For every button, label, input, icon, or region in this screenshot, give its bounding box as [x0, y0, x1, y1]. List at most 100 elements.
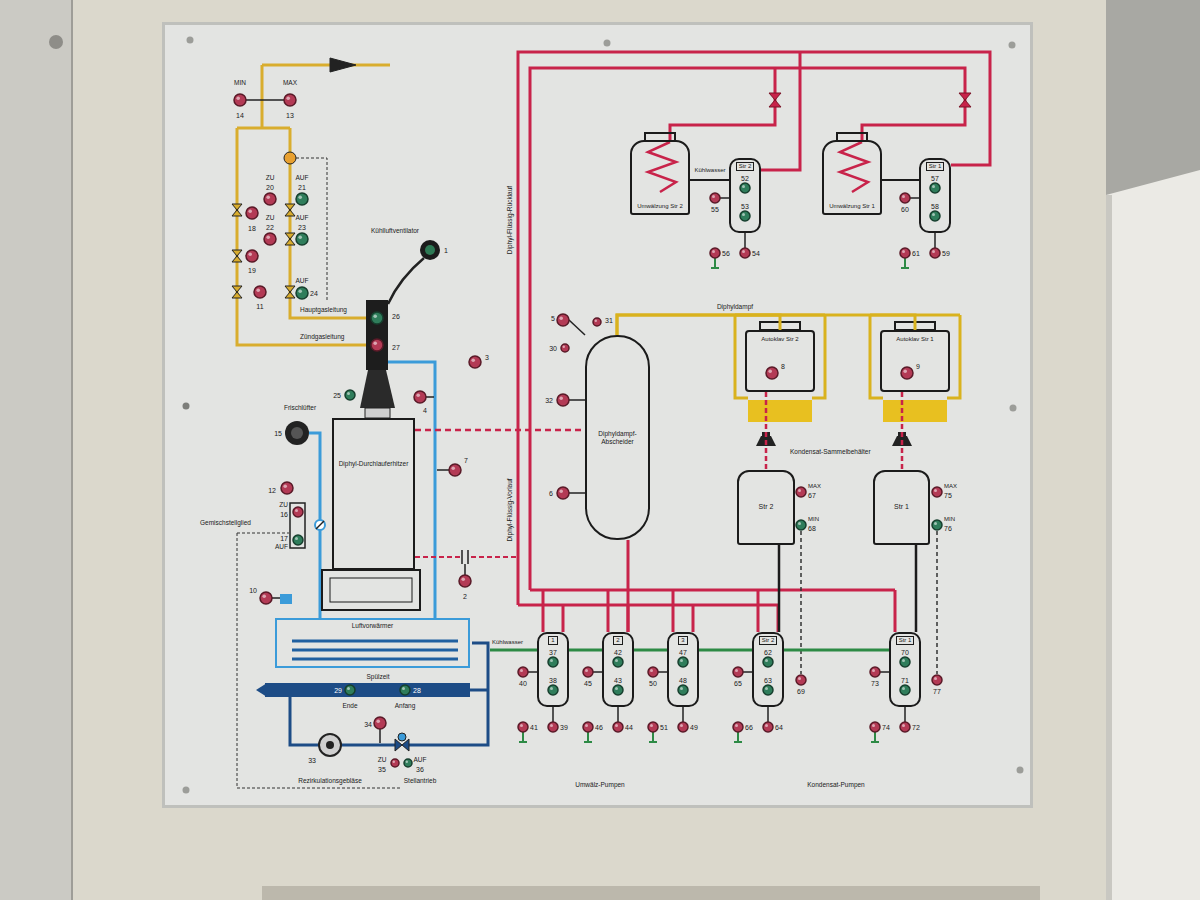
node-text: Str 1 — [894, 503, 909, 511]
indicator-lamp — [615, 724, 618, 727]
indicator-lamp — [557, 487, 569, 499]
callout-number: 65 — [734, 680, 742, 687]
indicator-lamp — [557, 314, 569, 326]
indicator-lamp — [763, 657, 773, 667]
panel-label: Diphyldampf — [717, 304, 753, 311]
indicator-lamp — [712, 195, 715, 198]
panel-label: AUF — [296, 175, 309, 182]
indicator-lamp — [934, 677, 937, 680]
pump-fittings — [522, 732, 524, 742]
indicator-lamp — [932, 487, 942, 497]
indicator-lamp — [406, 761, 408, 763]
blower-and-actuator — [398, 733, 406, 741]
indicator-lamp — [712, 250, 715, 253]
pump-fittings — [682, 707, 684, 722]
callout-number: 30 — [549, 345, 557, 352]
blower-and-actuator — [326, 741, 334, 749]
gas-valve — [232, 204, 242, 216]
indicator-lamp — [900, 193, 910, 203]
indicator-lamp — [932, 675, 942, 685]
indicator-lamp — [557, 314, 569, 326]
level-signal — [936, 531, 938, 674]
panel-label: Spülzeit — [366, 674, 389, 681]
circulation-tank: Umwälzung Str 1 — [822, 140, 882, 215]
indicator-lamp — [733, 667, 743, 677]
callout-number: 1 — [444, 247, 448, 254]
indicator-lamp — [548, 657, 558, 667]
indicator-lamp — [870, 722, 880, 732]
indicator-lamp — [796, 675, 806, 685]
indicator-lamp — [733, 722, 743, 732]
callout-number: 10 — [249, 587, 257, 594]
fan-and-damper — [437, 469, 449, 471]
indicator-lamp — [376, 719, 380, 723]
indicator-lamp — [296, 287, 308, 299]
indicator-lamp — [374, 717, 386, 729]
preheater-band: Luftvorwärmer — [275, 618, 470, 668]
indicator-lamp — [400, 685, 410, 695]
indicator-lamp — [932, 675, 942, 685]
condensate-tank: Str 1 — [873, 470, 930, 545]
indicator-lamp — [613, 657, 623, 667]
indicator-lamp — [615, 659, 618, 662]
pump-fittings — [737, 732, 739, 742]
pipe-connector — [617, 315, 780, 335]
callout-number: 15 — [274, 430, 282, 437]
fan-and-damper — [285, 421, 309, 445]
pump-fittings — [880, 671, 889, 673]
pump-fittings — [871, 741, 879, 743]
indicator-lamp — [932, 213, 935, 216]
fan-and-damper — [272, 397, 449, 604]
indicator-lamp — [733, 722, 743, 732]
indicator-lamp — [742, 250, 745, 253]
panel-label: MAX — [944, 483, 957, 489]
indicator-lamp — [613, 685, 623, 695]
gas-valve — [285, 286, 295, 298]
callout-number: 53 — [741, 203, 749, 210]
indicator-lamp — [264, 233, 276, 245]
indicator-lamp — [559, 489, 563, 493]
mimic-plate — [162, 22, 1033, 808]
callout-number: 70 — [901, 649, 909, 656]
panel-label: Frischlüfter — [284, 405, 316, 412]
preheater-tubes — [292, 649, 458, 652]
indicator-lamp — [550, 687, 553, 690]
autoclave-frame — [735, 315, 960, 398]
indicator-lamp — [281, 482, 293, 494]
indicator-lamp — [613, 685, 623, 695]
mimic-plate — [187, 37, 194, 44]
callout-number: 52 — [741, 175, 749, 182]
indicator-lamp — [930, 183, 940, 193]
indicator-lamp — [740, 183, 750, 193]
callout-number: 67 — [808, 492, 816, 499]
blower-and-actuator — [319, 729, 409, 756]
callout-number: 46 — [595, 724, 603, 731]
panel-label: Stellantrieb — [404, 778, 437, 785]
indicator-lamp — [766, 367, 778, 379]
indicator-lamp — [345, 685, 355, 695]
indicator-lamp — [266, 195, 270, 199]
indicator-lamp — [930, 211, 940, 221]
diphyl-pipe — [518, 52, 990, 632]
indicator-lamp — [557, 394, 569, 406]
pump-fittings — [734, 741, 742, 743]
heater-box: Diphyl-Durchlauferhitzer — [332, 418, 415, 570]
indicator-lamp — [735, 669, 738, 672]
control-line — [237, 533, 289, 534]
callout-number: 64 — [775, 724, 783, 731]
heater-base — [322, 570, 420, 610]
pump-body: Str 1 — [919, 158, 951, 233]
burner — [360, 370, 395, 408]
callout-number: 6 — [549, 490, 553, 497]
indicator-lamp — [345, 390, 355, 400]
indicator-lamp — [296, 193, 308, 205]
purge-bar — [256, 683, 267, 697]
panel-label: Kondensat-Sammelbehälter — [790, 449, 871, 456]
pump-fittings — [904, 258, 906, 268]
indicator-lamp — [648, 667, 658, 677]
check-valve — [959, 93, 971, 107]
heater-base — [322, 570, 420, 610]
indicator-lamp — [284, 94, 296, 106]
panel-label: Kühlwasser — [694, 167, 725, 173]
diphyl-pipe — [530, 68, 965, 590]
